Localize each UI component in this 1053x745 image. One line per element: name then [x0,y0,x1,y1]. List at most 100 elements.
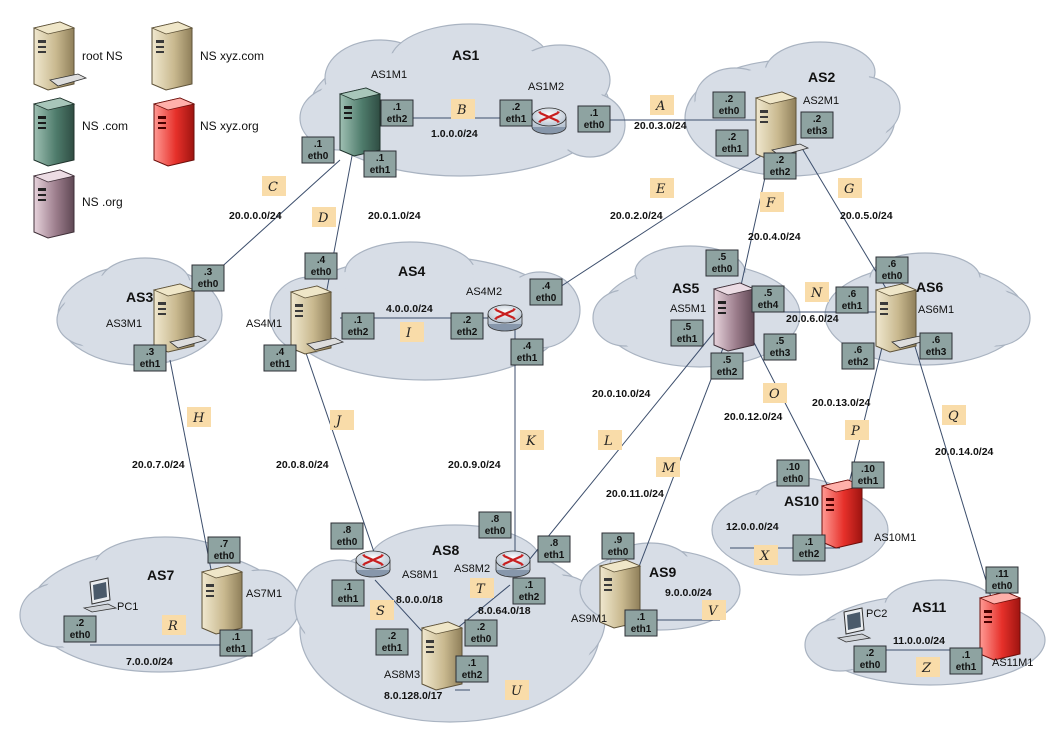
host-label-as1m1: AS1M1 [371,69,407,81]
svg-text:eth2: eth2 [519,592,540,603]
as8m2-router-icon[interactable] [494,549,532,579]
svg-text:eth1: eth1 [677,334,698,345]
as11m1-server-icon[interactable] [979,591,1021,661]
legend-label-root-ns: root NS [82,49,123,63]
subnet-label: 20.0.8.0/24 [276,459,329,471]
svg-text:V: V [708,604,719,619]
subnet-label: 8.0.64.0/18 [478,605,531,617]
as8m1-router-icon[interactable] [354,549,392,579]
host-label-as8m1: AS8M1 [402,569,438,581]
host-label-as3m1: AS3M1 [106,318,142,330]
svg-text:eth0: eth0 [712,264,733,275]
svg-text:eth0: eth0 [311,267,332,278]
svg-text:.6: .6 [854,345,863,356]
svg-text:P: P [850,424,860,439]
legend-label-ns-xyz-org: NS xyz.org [200,119,259,133]
svg-text:K: K [525,434,537,449]
subnet-label: 20.0.7.0/24 [132,459,185,471]
subnet-label: 7.0.0.0/24 [126,656,173,668]
subnet-label: 20.0.9.0/24 [448,459,501,471]
legend-label-ns-xyz-com: NS xyz.com [200,49,264,63]
subnet-label: 20.0.0.0/24 [229,210,282,222]
svg-text:.4: .4 [317,255,326,266]
svg-text:.5: .5 [776,336,785,347]
svg-text:I: I [405,326,412,341]
svg-text:E: E [655,182,666,197]
svg-text:eth1: eth1 [858,476,879,487]
svg-text:.1: .1 [637,612,646,623]
svg-text:eth0: eth0 [214,551,235,562]
host-label-as4m1: AS4M1 [246,318,282,330]
svg-text:.2: .2 [813,114,822,125]
svg-text:eth0: eth0 [485,526,506,537]
svg-text:.1: .1 [393,102,402,113]
svg-text:eth0: eth0 [198,279,219,290]
link-tag-x: X [754,545,778,565]
svg-text:.1: .1 [525,580,534,591]
svg-text:eth2: eth2 [387,114,408,125]
as3-label: AS3 [126,289,153,305]
as-labels: AS1 AS2 AS3 AS4 AS5 AS6 AS7 AS8 AS9 AS10… [126,47,946,615]
as10m1-server-icon[interactable] [821,479,863,549]
link-tag-q: Q [942,405,966,425]
svg-text:.2: .2 [477,622,486,633]
link-tag-f: F [760,192,784,212]
svg-text:A: A [655,99,665,114]
as1m1-server-icon[interactable] [339,87,381,157]
link-tag-m: M [656,457,680,477]
host-label-as5m1: AS5M1 [670,303,706,315]
as11-label: AS11 [912,599,946,615]
svg-text:eth1: eth1 [226,644,247,655]
subnet-label: 20.0.10.0/24 [592,388,651,400]
link-g [799,144,891,296]
subnet-label: 8.0.0.0/18 [396,594,443,606]
as7m1-server-icon[interactable] [201,565,243,635]
subnet-label: 20.0.14.0/24 [935,446,994,458]
svg-text:M: M [661,461,676,476]
svg-text:eth2: eth2 [462,670,483,681]
cloud-as7 [19,536,301,673]
svg-text:eth1: eth1 [382,643,403,654]
as1-label: AS1 [452,47,479,63]
link-tag-b: B [451,99,475,119]
svg-text:.1: .1 [232,632,241,643]
svg-text:.1: .1 [468,658,477,669]
svg-text:.5: .5 [683,322,692,333]
as6-label: AS6 [916,279,943,295]
svg-text:G: G [844,182,854,197]
as5m1-server-icon[interactable] [713,282,755,352]
as1m2-router-icon[interactable] [530,106,568,136]
subnet-label: 12.0.0.0/24 [726,521,779,533]
svg-text:.2: .2 [463,315,472,326]
svg-text:eth1: eth1 [842,301,863,312]
svg-text:Z: Z [921,661,932,676]
as4m2-router-icon[interactable] [486,303,524,333]
subnet-label: 20.0.3.0/24 [634,120,687,132]
link-tag-r: R [162,615,186,635]
svg-text:eth0: eth0 [860,660,881,671]
svg-text:.5: .5 [764,288,773,299]
svg-text:eth2: eth2 [848,357,869,368]
subnet-label: 20.0.12.0/24 [724,411,783,423]
host-labels: AS1M1 AS1M2 AS2M1 AS3M1 AS4M1 AS4M2 AS5M… [106,69,1033,681]
svg-text:U: U [511,684,523,699]
svg-text:N: N [810,286,823,301]
svg-text:.2: .2 [76,618,85,629]
